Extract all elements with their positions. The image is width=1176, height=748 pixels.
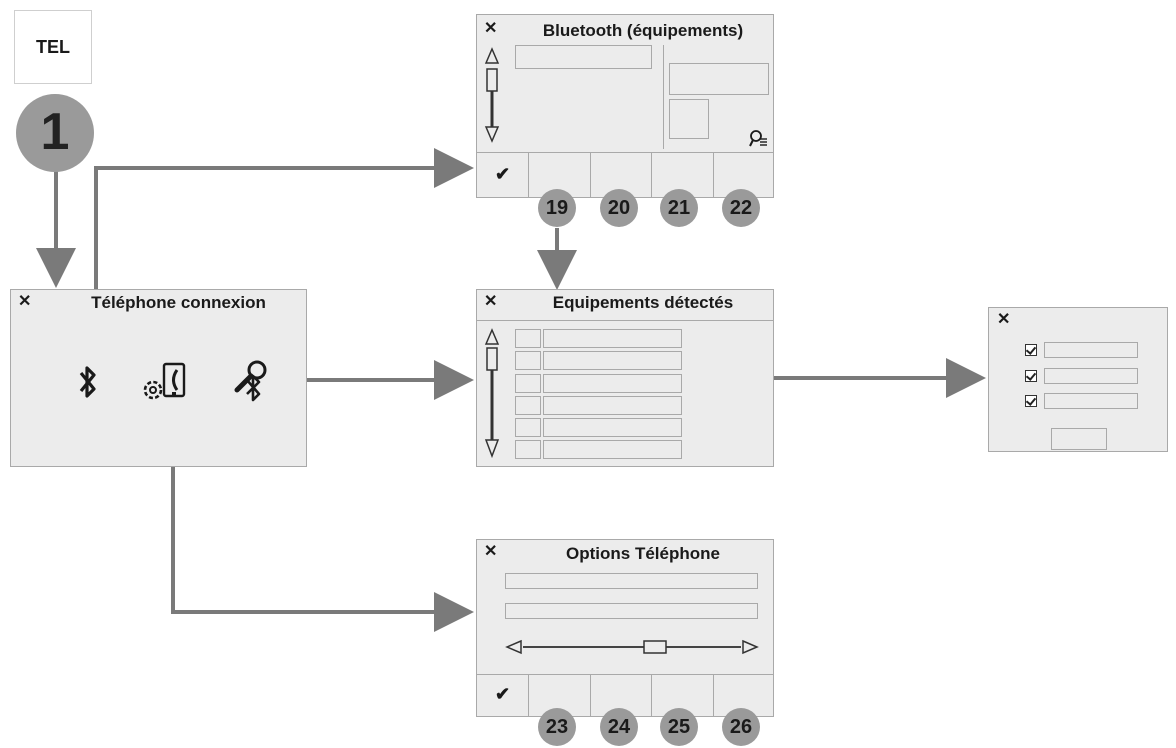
bluetooth-icon[interactable]: [75, 364, 101, 400]
arrow-settings-to-options: [171, 416, 474, 632]
panel-title: Equipements détectés: [552, 293, 734, 312]
toolbar-button-19[interactable]: [529, 152, 591, 197]
bluetooth-toolbar: ✔: [477, 152, 773, 197]
device-row-name: [543, 329, 682, 348]
toolbar-divider: [477, 674, 773, 675]
step-badge-label: 1: [40, 103, 70, 161]
callout-badge-20: 20: [600, 189, 638, 227]
tel-button-label: TEL: [36, 37, 70, 57]
bluetooth-search-icon[interactable]: [231, 358, 275, 402]
option-field[interactable]: [505, 603, 758, 619]
panel-title: Options Téléphone: [566, 544, 720, 563]
device-row-icon: [515, 374, 541, 393]
toolbar-button-20[interactable]: [591, 152, 652, 197]
check-icon: ✔: [494, 684, 511, 704]
toolbar-button-21[interactable]: [652, 152, 714, 197]
checkbox-checked-icon[interactable]: [1025, 395, 1037, 407]
checkbox-checked-icon[interactable]: [1025, 344, 1037, 356]
device-row-name: [543, 374, 682, 393]
callout-badge-26: 26: [722, 708, 760, 746]
ok-button[interactable]: ✔: [477, 152, 529, 197]
close-icon[interactable]: ✕: [484, 543, 498, 560]
close-icon[interactable]: ✕: [484, 20, 498, 37]
equipements-detectes-panel: ✕ Equipements détectés: [476, 289, 774, 467]
telephone-connexion-panel: ✕ Téléphone connexion: [10, 289, 307, 467]
arrow-bluetooth-to-bt-panel: [94, 148, 474, 346]
bluetooth-panel: ✕ Bluetooth (équipements) ✔: [476, 14, 774, 198]
callout-badge-24: 24: [600, 708, 638, 746]
confirm-button[interactable]: [1051, 428, 1107, 450]
vertical-scrollbar[interactable]: [483, 45, 501, 145]
device-row-name: [543, 351, 682, 370]
device-info-box: [669, 63, 769, 95]
checklist-panel: ✕: [988, 307, 1168, 452]
close-icon[interactable]: ✕: [484, 293, 498, 310]
device-row-icon: [515, 329, 541, 348]
toolbar-button-25[interactable]: [652, 674, 714, 716]
panel-title: Bluetooth (équipements): [542, 21, 744, 40]
checklist-field: [1044, 393, 1138, 409]
panel-title: Téléphone connexion: [91, 293, 266, 312]
title-divider: [477, 320, 773, 321]
callout-badge-25: 25: [660, 708, 698, 746]
toolbar-divider: [477, 152, 773, 153]
device-row-icon: [515, 396, 541, 415]
device-row-name: [543, 396, 682, 415]
tel-button[interactable]: TEL: [14, 10, 92, 84]
device-image-box: [669, 99, 709, 139]
options-telephone-panel: ✕ Options Téléphone ✔: [476, 539, 774, 717]
option-field[interactable]: [505, 573, 758, 589]
device-row-icon: [515, 351, 541, 370]
vertical-scrollbar[interactable]: [483, 326, 501, 462]
callout-badge-21: 21: [660, 189, 698, 227]
ok-button[interactable]: ✔: [477, 674, 529, 716]
callout-badge-23: 23: [538, 708, 576, 746]
checklist-field: [1044, 368, 1138, 384]
options-toolbar: ✔: [477, 674, 773, 716]
close-icon[interactable]: ✕: [997, 311, 1011, 328]
close-icon[interactable]: ✕: [18, 293, 32, 310]
phone-settings-icon[interactable]: [139, 360, 191, 406]
step-badge: 1: [16, 94, 94, 172]
list-search-icon[interactable]: [749, 129, 769, 149]
device-row-name: [543, 440, 682, 459]
checklist-field: [1044, 342, 1138, 358]
toolbar-button-23[interactable]: [529, 674, 591, 716]
horizontal-slider[interactable]: [505, 636, 759, 658]
toolbar-button-24[interactable]: [591, 674, 652, 716]
callout-badge-22: 22: [722, 189, 760, 227]
device-row-icon: [515, 440, 541, 459]
device-row-name: [543, 418, 682, 437]
callout-badge-19: 19: [538, 189, 576, 227]
checkbox-checked-icon[interactable]: [1025, 370, 1037, 382]
device-list-item[interactable]: [515, 45, 652, 69]
panel-divider: [663, 45, 664, 149]
check-icon: ✔: [494, 164, 511, 184]
device-row-icon: [515, 418, 541, 437]
